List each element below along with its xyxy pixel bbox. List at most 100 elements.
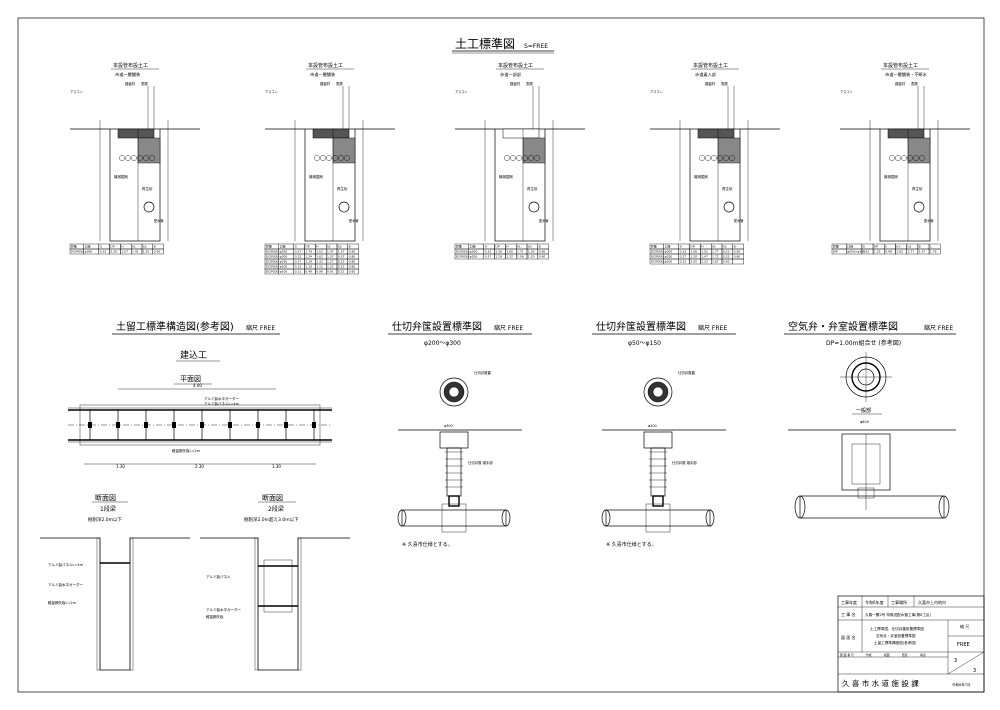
table-header-cell: h2 xyxy=(143,245,147,249)
table-value-cell: 2.22 xyxy=(701,260,708,264)
table-value-cell: φ250 xyxy=(280,250,288,254)
tb-work-label: 工 事 名 xyxy=(841,611,856,617)
table-value-cell: 0.27 xyxy=(680,255,687,259)
valve-box-diagram-2: 仕切弁筺設置標準図縮尺 FREEφ50～φ150仕切弁筺蓋φ200仕切弁筺 継手… xyxy=(592,320,736,548)
table-value-cell: 1.62 xyxy=(896,250,903,254)
retain-sub: 建込工 xyxy=(180,349,207,361)
valve-range: φ50～φ150 xyxy=(628,340,661,347)
sand-label: 再生砂 xyxy=(912,186,923,191)
tb-date: 令和6年7月 xyxy=(952,682,970,687)
tb-work: 久喜一開2号 特殊送配水管工事(第6工区) xyxy=(865,612,932,617)
title-block: 工事年度 令和6年度 工事場所 久喜市上内地内 工 事 名 久喜一開2号 特殊送… xyxy=(837,595,985,693)
tb-check: 検図 xyxy=(884,653,890,657)
valve-flange xyxy=(441,503,467,533)
valve-cover-label: 仕切弁筺蓋 xyxy=(678,370,696,375)
valve-pipe-end-left xyxy=(397,509,407,527)
tb-year-label: 工事年度 xyxy=(841,599,857,605)
table-value-cell: 1.31 xyxy=(316,260,323,264)
table-value-cell: 0.80 xyxy=(349,265,356,269)
asphalt-label: アスコン xyxy=(840,89,853,94)
layer-label: 表層 xyxy=(526,81,533,86)
fill-label: 機械掘削 xyxy=(694,174,708,179)
table-value-cell: 0.32 xyxy=(485,250,492,254)
table-value-cell: 1.19 xyxy=(305,265,312,269)
table-value-cell: 0.12 xyxy=(295,265,302,269)
sec1-label-b: アルミ製パネルL=4m xyxy=(48,562,84,567)
sec2-pile-right xyxy=(297,537,302,671)
table-value-cell: φ100 xyxy=(280,265,288,269)
gravel xyxy=(522,155,528,161)
gravel xyxy=(332,155,338,161)
tb-made: 作成 xyxy=(866,653,872,657)
valve-note: ※ 久喜市仕様とする。 xyxy=(606,541,657,548)
valve-title: 仕切弁筺設置標準図 xyxy=(596,320,686,333)
strut-joint xyxy=(284,422,288,428)
table-header-cell: h2 xyxy=(907,245,911,249)
table-value-cell: 0.27 xyxy=(295,250,302,254)
sec2-pile-left xyxy=(254,537,259,671)
valve-cover-label: 仕切弁筺蓋 xyxy=(474,370,492,375)
pipe-label: 配水管 xyxy=(349,218,359,223)
one-beam-label: 1段梁 xyxy=(100,505,116,513)
main-scale: S=FREE xyxy=(524,43,548,50)
table-value-cell: 1.81 xyxy=(143,250,150,254)
table-header-cell: 口径 xyxy=(665,244,671,249)
base-layer xyxy=(332,137,356,164)
gravel xyxy=(528,155,534,161)
asphalt-label: アスコン xyxy=(265,89,278,94)
gravel xyxy=(143,155,149,161)
section-title: 本設管布設土工 xyxy=(883,62,918,69)
table-value-cell: 0.80 xyxy=(349,255,356,259)
table-value-cell: 0.17 xyxy=(295,260,302,264)
gravel xyxy=(699,155,705,161)
table-header-cell: B xyxy=(349,245,351,249)
strut-joint xyxy=(88,422,92,428)
table-header-cell: h1 xyxy=(132,245,136,249)
gravel xyxy=(913,155,919,161)
gravel xyxy=(907,155,913,161)
table-value-cell: 1.76 xyxy=(930,250,937,254)
table-header-cell: H xyxy=(121,245,123,249)
fill-label: 機械掘削 xyxy=(499,174,513,179)
fill-label: 機械掘削 xyxy=(309,174,323,179)
table-value-cell: 1.29 xyxy=(495,255,502,259)
table-value-cell: DCIP(DI) xyxy=(266,255,279,259)
sec2-ground xyxy=(200,537,350,671)
strut-joint xyxy=(172,422,176,428)
tb-drawing-2: 空気弁・弁室設置標準図 xyxy=(876,633,916,638)
section-title: 本設管布設土工 xyxy=(308,62,343,69)
table-value-cell: DCIP(DI) xyxy=(456,250,469,254)
table-value-cell: 1.37 xyxy=(327,255,334,259)
valve-body xyxy=(652,495,664,507)
table-value-cell: 0.90 xyxy=(723,260,730,264)
sec1-pile-left xyxy=(96,537,101,671)
sand-label: 再生砂 xyxy=(527,186,538,191)
sec1-ground xyxy=(40,537,190,671)
gravel xyxy=(723,155,729,161)
table-value-cell: 0.80 xyxy=(734,255,741,259)
plan-struts xyxy=(88,410,316,440)
table-header-cell: h2 xyxy=(528,245,532,249)
table-value-cell: 1.79 xyxy=(305,250,312,254)
tb-approve: 承認 xyxy=(920,653,926,657)
sec1-label-c: 軽量鋼矢板L=2m xyxy=(48,600,77,605)
table-header-cell: 管種 xyxy=(266,244,272,249)
one-beam-note: 掘削深2.0m以下 xyxy=(88,516,123,523)
retain-dim-2: 2.30 xyxy=(195,464,204,469)
table-value-cell: 0.32 xyxy=(100,250,107,254)
layer-label: 表層 xyxy=(911,81,918,86)
pipe xyxy=(913,201,925,213)
base-layer xyxy=(907,137,931,164)
retain-plan-label: 平面図 xyxy=(180,375,201,383)
sec2-frame xyxy=(263,559,293,613)
fill-label: 機械掘削 xyxy=(884,174,898,179)
table-value-cell: 1.71 xyxy=(517,250,524,254)
gravel xyxy=(705,155,711,161)
sand-label: 再生砂 xyxy=(722,186,733,191)
retain-dim-3: 1.30 xyxy=(272,464,281,469)
table-value-cell: 1.47 xyxy=(327,250,334,254)
valve-dim: φ300 xyxy=(444,424,453,428)
gravel xyxy=(717,155,723,161)
